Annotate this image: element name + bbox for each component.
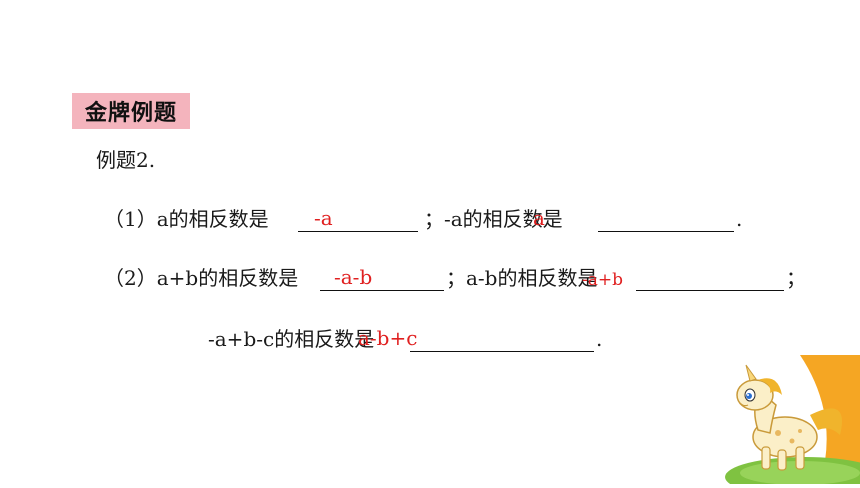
q1-middle: ；-a的相反数是 xyxy=(424,207,563,231)
section-badge: 金牌例题 xyxy=(72,93,190,129)
q3-blank xyxy=(410,327,594,352)
q1-answer-2: a xyxy=(533,206,545,230)
q1-blank-1 xyxy=(298,207,418,232)
q2-prefix: （2）a+b的相反数是 xyxy=(104,266,299,290)
example-title: 例题2. xyxy=(96,148,156,172)
q1-blank-2 xyxy=(598,207,734,232)
q1-answer-1: -a xyxy=(314,206,333,230)
q2-answer-1: -a-b xyxy=(334,265,373,289)
q2-blank-1 xyxy=(320,266,444,291)
q2-answer-2: -a+b xyxy=(582,270,624,290)
section-badge-label: 金牌例题 xyxy=(84,101,177,126)
q3-prefix: -a+b-c的相反数是 xyxy=(208,327,375,351)
q2-blank-2 xyxy=(636,266,784,291)
q2-end: ； xyxy=(786,266,806,290)
q1-prefix: （1）a的相反数是 xyxy=(104,207,269,231)
q3-end: . xyxy=(596,327,603,351)
q2-middle: ；a-b的相反数是 xyxy=(446,266,598,290)
q1-end: . xyxy=(736,207,743,231)
pony-mascot-icon xyxy=(700,355,860,488)
q3-answer: a-b+c xyxy=(358,326,418,350)
